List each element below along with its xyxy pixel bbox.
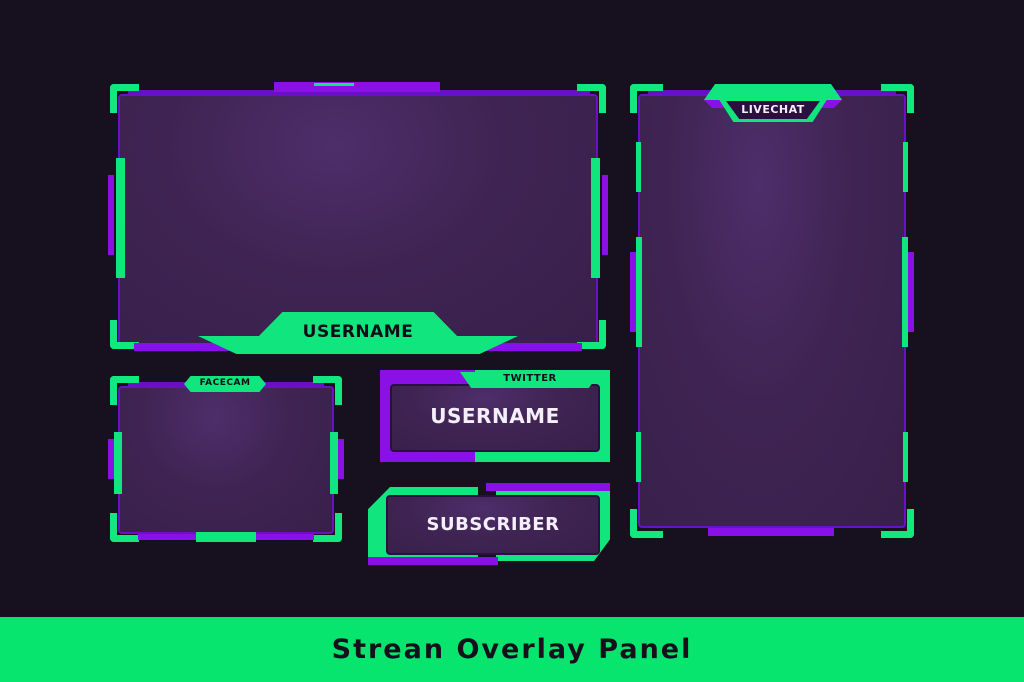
top-center-accent	[314, 83, 354, 86]
right-side-bar-green	[591, 158, 600, 278]
corner-br	[313, 513, 342, 542]
corner-br	[881, 509, 914, 538]
twitter-screen-area	[390, 384, 600, 452]
right-side-bar-green-2	[902, 237, 908, 347]
left-side-bar-purple	[108, 175, 114, 255]
right-side-bar-green-1	[903, 142, 908, 192]
right-side-bar-purple	[602, 175, 608, 255]
corner-bl	[630, 509, 663, 538]
left-side-bar-green	[114, 432, 122, 494]
twitter-username-label: USERNAME	[430, 404, 560, 428]
subscriber-screen-area	[386, 495, 600, 555]
right-side-bar-green-3	[903, 432, 908, 482]
left-side-bar-green-2	[636, 237, 642, 347]
corner-tl	[110, 84, 139, 113]
left-side-bar-green-1	[636, 142, 641, 192]
left-side-bar-purple	[630, 252, 636, 332]
right-side-bar-green	[330, 432, 338, 494]
username-banner: USERNAME	[198, 312, 518, 354]
subscriber-panel: SUBSCRIBER	[366, 483, 612, 567]
livechat-tab: LIVECHAT	[704, 84, 842, 122]
main-username-label: USERNAME	[302, 322, 414, 342]
top-frame-strip	[128, 90, 590, 95]
corner-tr	[313, 376, 342, 405]
left-side-bar-green	[116, 158, 125, 278]
twitter-panel: TWITTER USERNAME	[380, 370, 610, 464]
corner-bl	[110, 513, 139, 542]
twitter-tag-label: TWITTER	[503, 373, 557, 384]
corner-tl	[630, 84, 663, 113]
corner-br	[577, 320, 606, 349]
subscriber-label: SUBSCRIBER	[426, 514, 560, 535]
top-center-tab	[274, 82, 440, 92]
top-purple-strip	[486, 483, 610, 491]
right-side-bar-purple	[338, 439, 344, 479]
facecam-label: FACECAM	[199, 378, 251, 388]
facecam-screen-area	[118, 386, 334, 534]
corner-tr	[577, 84, 606, 113]
corner-bl	[110, 320, 139, 349]
main-screen-area	[118, 94, 598, 346]
twitter-tag: TWITTER	[460, 372, 600, 388]
main-screen-panel: USERNAME	[108, 80, 608, 355]
livechat-panel: LIVECHAT	[628, 82, 916, 540]
footer-banner: Strean Overlay Panel	[0, 617, 1024, 682]
bottom-purple-strip	[368, 557, 498, 565]
left-side-bar-green-3	[636, 432, 641, 482]
facecam-panel: FACECAM	[108, 374, 344, 544]
bottom-center-tab	[196, 532, 256, 542]
corner-tl	[110, 376, 139, 405]
right-side-bar-purple	[908, 252, 914, 332]
footer-title: Strean Overlay Panel	[331, 634, 693, 665]
left-side-bar-purple	[108, 439, 114, 479]
corner-tr	[881, 84, 914, 113]
livechat-label: LIVECHAT	[741, 103, 805, 116]
facecam-tab: FACECAM	[184, 376, 266, 392]
livechat-screen-area	[638, 94, 906, 528]
bottom-frame-strip	[708, 528, 834, 536]
